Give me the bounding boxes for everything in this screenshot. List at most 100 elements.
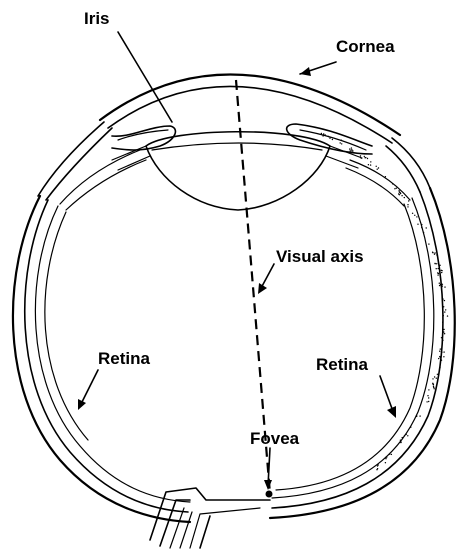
stipple-dot xyxy=(441,272,442,273)
stipple-dot xyxy=(444,333,445,334)
stipple-dot xyxy=(349,148,350,149)
stipple-dot xyxy=(376,469,377,470)
stipple-dot xyxy=(408,200,409,201)
cornea-label: Cornea xyxy=(336,37,395,56)
stipple-dot xyxy=(396,188,397,189)
stipple-dot xyxy=(367,158,368,159)
cornea-arrowhead xyxy=(300,67,311,76)
stipple-dot xyxy=(389,454,390,455)
stipple-dot xyxy=(443,315,444,316)
stipple-dot xyxy=(352,150,353,151)
stipple-dot xyxy=(442,322,443,323)
stipple-dot xyxy=(440,357,441,358)
stipple-dot xyxy=(443,351,444,352)
stipple-dot xyxy=(351,147,352,148)
stipple-dot xyxy=(443,306,444,307)
stipple-dot xyxy=(434,263,435,264)
stipple-dot xyxy=(444,311,445,312)
stipple-dot xyxy=(401,195,402,196)
optic-nerve xyxy=(150,488,270,548)
iris-structure xyxy=(60,124,410,210)
stipple-dot xyxy=(432,378,433,379)
stipple-dot xyxy=(423,232,424,233)
stipple-dot xyxy=(433,387,434,388)
stipple-dot xyxy=(437,274,438,275)
stipple-dot xyxy=(440,348,441,349)
stipple-dot xyxy=(444,286,445,287)
stipple-dot xyxy=(340,142,341,143)
fovea-arrowhead xyxy=(264,480,272,490)
stipple-dot xyxy=(386,456,387,457)
stipple-dot xyxy=(426,227,427,228)
stipple-dot xyxy=(421,224,422,225)
retina-layers xyxy=(35,198,433,502)
stipple-dot xyxy=(399,192,400,193)
stipple-dot xyxy=(447,315,448,316)
stipple-dot xyxy=(394,188,395,189)
stipple-dot xyxy=(370,164,371,165)
stipple-dot xyxy=(428,401,429,402)
fovea-dot xyxy=(266,491,273,498)
stipple-dot xyxy=(439,351,440,352)
stipple-dot xyxy=(433,384,434,385)
stipple-dot xyxy=(438,358,439,359)
stipple-dot xyxy=(442,298,443,299)
stipple-dot xyxy=(434,376,435,377)
stipple-dot xyxy=(404,197,405,198)
stipple-dot xyxy=(370,161,371,162)
stipple-dot xyxy=(400,440,401,441)
stipple-dot xyxy=(434,252,435,253)
stipple-dot xyxy=(377,169,378,170)
stipple-dot xyxy=(443,329,444,330)
stipple-dot xyxy=(419,415,420,416)
stipple-dot xyxy=(443,331,444,332)
stipple-dot xyxy=(416,216,417,217)
stipple-dot xyxy=(439,283,440,284)
choroid-stipple xyxy=(321,133,449,471)
stipple-dot xyxy=(441,360,442,361)
stipple-dot xyxy=(441,270,442,271)
stipple-dot xyxy=(399,194,400,195)
stipple-dot xyxy=(407,206,408,207)
stipple-dot xyxy=(441,337,442,338)
stipple-dot xyxy=(439,367,440,368)
lens xyxy=(112,132,362,210)
iris-label: Iris xyxy=(84,9,110,28)
stipple-dot xyxy=(440,284,441,285)
stipple-dot xyxy=(341,143,342,144)
stipple-dot xyxy=(412,213,413,214)
stipple-dot xyxy=(416,416,417,417)
stipple-dot xyxy=(436,254,437,255)
stipple-dot xyxy=(439,271,440,272)
stipple-dot xyxy=(428,389,429,390)
stipple-dot xyxy=(436,263,437,264)
stipple-dot xyxy=(438,273,439,274)
stipple-dot xyxy=(417,224,418,225)
stipple-dot xyxy=(351,149,352,150)
stipple-dot xyxy=(378,167,379,168)
stipple-dot xyxy=(436,378,437,379)
retina-left-label: Retina xyxy=(98,349,151,368)
stipple-dot xyxy=(391,454,392,455)
stipple-dot xyxy=(444,300,445,301)
stipple-dot xyxy=(437,374,438,375)
stipple-dot xyxy=(443,356,444,357)
stipple-dot xyxy=(404,435,405,436)
stipple-dot xyxy=(427,395,428,396)
retina-right-label: Retina xyxy=(316,355,369,374)
stipple-dot xyxy=(368,164,369,165)
stipple-dot xyxy=(445,309,446,310)
stipple-dot xyxy=(436,268,437,269)
stipple-dot xyxy=(439,285,440,286)
stipple-dot xyxy=(385,462,386,463)
stipple-dot xyxy=(439,265,440,266)
stipple-dot xyxy=(364,156,365,157)
stipple-dot xyxy=(402,437,403,438)
stipple-dot xyxy=(442,284,443,285)
stipple-dot xyxy=(442,340,443,341)
cornea-structure xyxy=(38,74,430,200)
stipple-dot xyxy=(441,352,442,353)
retina-left-leader xyxy=(80,370,98,406)
iris-leader xyxy=(118,32,172,122)
